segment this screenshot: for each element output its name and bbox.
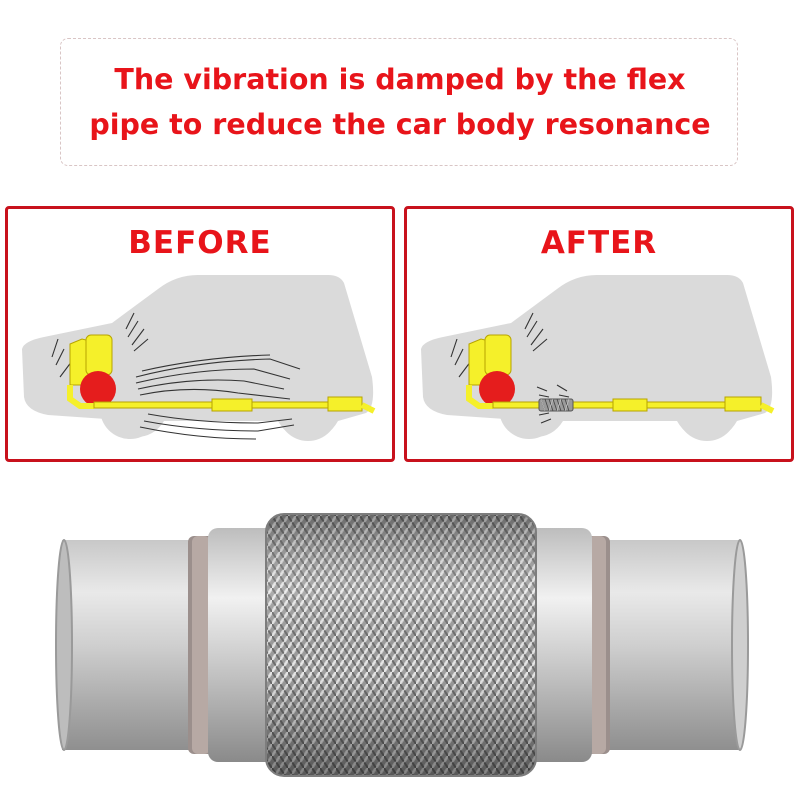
after-title: AFTER bbox=[540, 225, 658, 261]
flex-pipe-icon bbox=[538, 398, 574, 412]
vibration-lines-icon bbox=[51, 312, 301, 440]
headline: The vibration is damped by the flex pipe… bbox=[0, 57, 800, 147]
car-silhouette-icon bbox=[421, 275, 775, 441]
car-silhouette-icon bbox=[22, 275, 376, 441]
exhaust-pipe bbox=[466, 385, 775, 414]
engine-icon bbox=[468, 334, 515, 407]
before-panel: BEFORE bbox=[5, 206, 395, 462]
headline-line-1: The vibration is damped by the flex bbox=[114, 63, 686, 96]
exhaust-pipe bbox=[67, 385, 376, 414]
engine-icon bbox=[69, 334, 116, 407]
before-title: BEFORE bbox=[128, 225, 272, 261]
headline-box bbox=[60, 38, 738, 166]
headline-line-2: pipe to reduce the car body resonance bbox=[89, 108, 711, 141]
after-panel: AFTER bbox=[404, 206, 794, 462]
